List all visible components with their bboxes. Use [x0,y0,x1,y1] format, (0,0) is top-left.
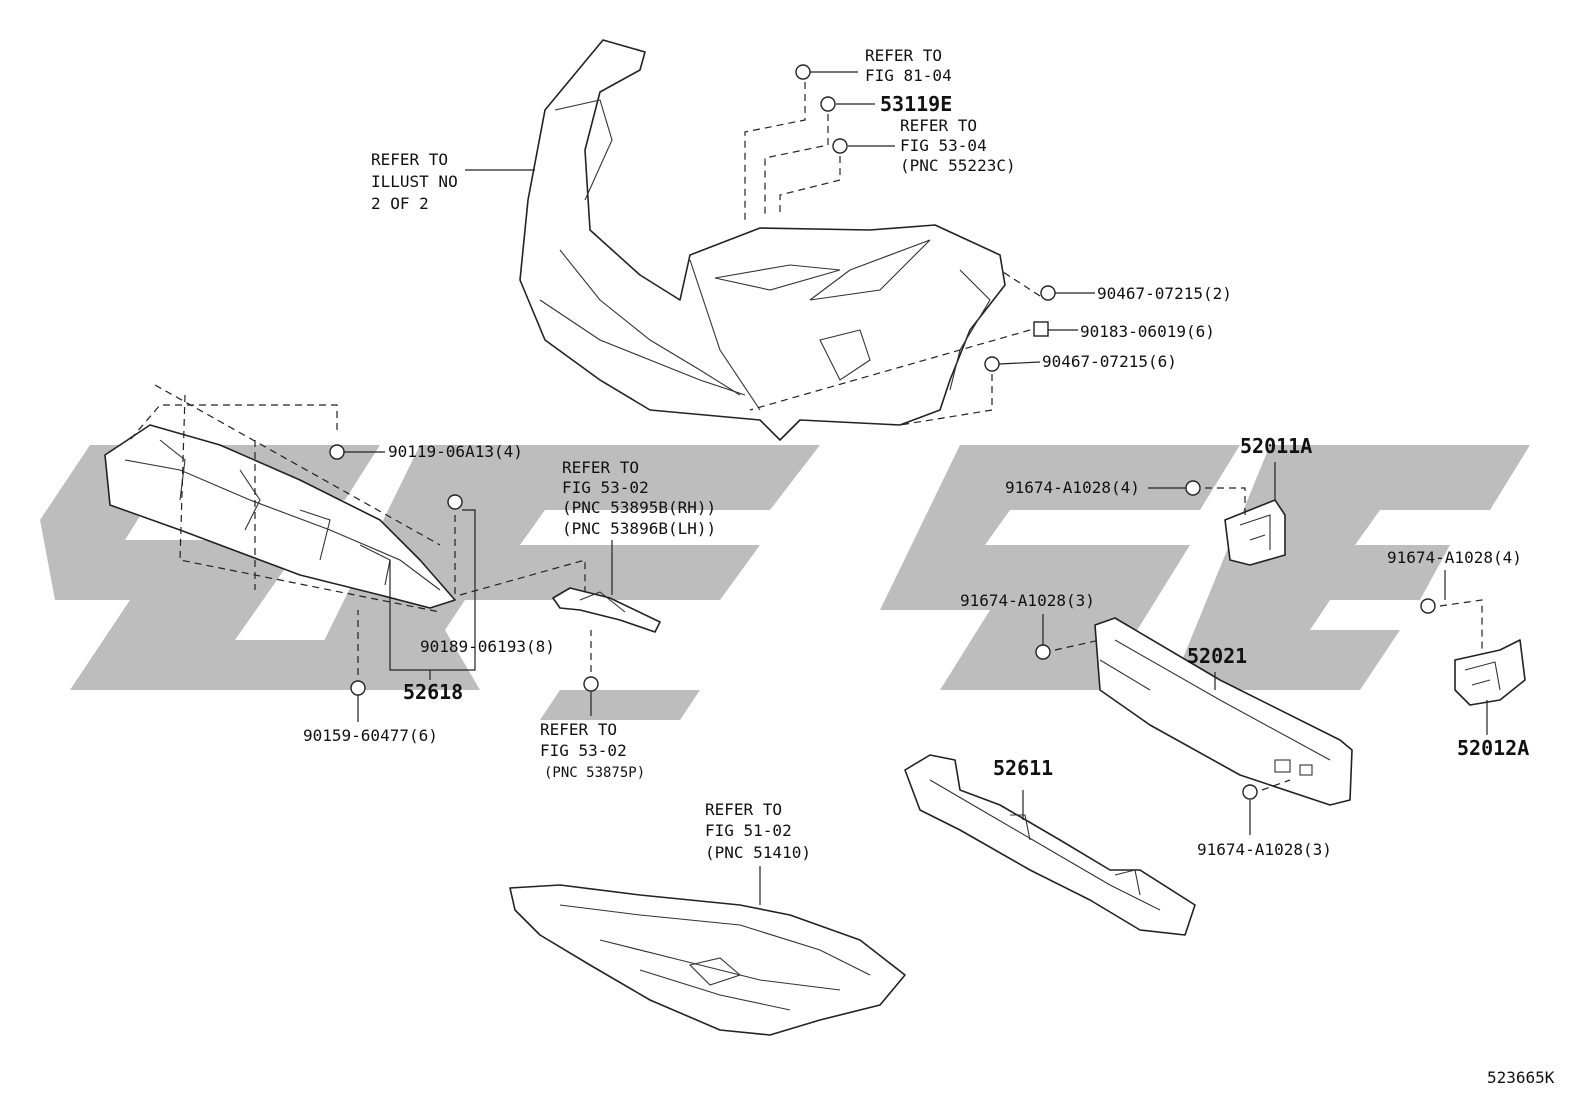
catalog-code: 523665K [1487,1068,1555,1087]
label-refer-53-04-line2: FIG 53-04 [900,136,987,155]
label-refer-81-04-line1: REFER TO [865,46,942,65]
bracket-52011a [1224,499,1286,566]
label-refer-51-02-line3: (PNC 51410) [705,843,811,862]
bumper-cover [519,39,1006,441]
bumper-reinforcement-52021 [1094,617,1353,806]
bumper-bracket-center [552,587,661,633]
label-90467-07215-6: 90467-07215(6) [1042,352,1177,371]
watermark-logo [40,445,1530,720]
label-refer-81-04-line2: FIG 81-04 [865,66,952,85]
label-91674-a1028-4b: 91674-A1028(4) [1387,548,1522,567]
label-refer-53-02b-line2: FIG 53-02 [540,741,627,760]
label-refer-51-02-line2: FIG 51-02 [705,821,792,840]
label-90467-07215-2: 90467-07215(2) [1097,284,1232,303]
label-90119-06a13: 90119-06A13(4) [388,442,523,461]
engine-undercover-lower [509,884,906,1036]
label-90159-60477: 90159-60477(6) [303,726,438,745]
label-91674-a1028-3b: 91674-A1028(3) [1197,840,1332,859]
label-52021: 52021 [1187,644,1247,668]
label-refer-53-02a-line1: REFER TO [562,458,639,477]
label-90189-06193: 90189-06193(8) [420,637,555,656]
label-91674-a1028-4a: 91674-A1028(4) [1005,478,1140,497]
label-91674-a1028-3a: 91674-A1028(3) [960,591,1095,610]
label-refer-53-02a-line4: (PNC 53896B(LH)) [562,519,716,538]
label-52011a: 52011A [1240,434,1312,458]
label-refer-53-02b-line1: REFER TO [540,720,617,739]
label-52012a: 52012A [1457,736,1529,760]
label-52618: 52618 [403,680,463,704]
label-refer-53-02a-line3: (PNC 53895B(RH)) [562,498,716,517]
label-refer-53-02b-line3: (PNC 53875P) [544,765,645,781]
bumper-energy-absorber-52611 [904,754,1196,936]
label-refer-53-02a-line2: FIG 53-02 [562,478,649,497]
label-refer-51-02-line1: REFER TO [705,800,782,819]
label-refer-illust-line1: REFER TO [371,150,448,169]
label-refer-53-04-line3: (PNC 55223C) [900,156,1016,175]
leader-lines [344,71,1488,905]
bracket-52012a [1454,639,1526,706]
label-refer-53-04-line1: REFER TO [900,116,977,135]
label-52611: 52611 [993,756,1053,780]
label-refer-illust-line3: 2 OF 2 [371,194,429,213]
part-labels: REFER TO FIG 81-04 53119E REFER TO FIG 5… [303,46,1555,1087]
label-53119e: 53119E [880,92,952,116]
label-90183-06019: 90183-06019(6) [1080,322,1215,341]
label-refer-illust-line2: ILLUST NO [371,172,458,191]
assembly-lines [129,82,1483,791]
